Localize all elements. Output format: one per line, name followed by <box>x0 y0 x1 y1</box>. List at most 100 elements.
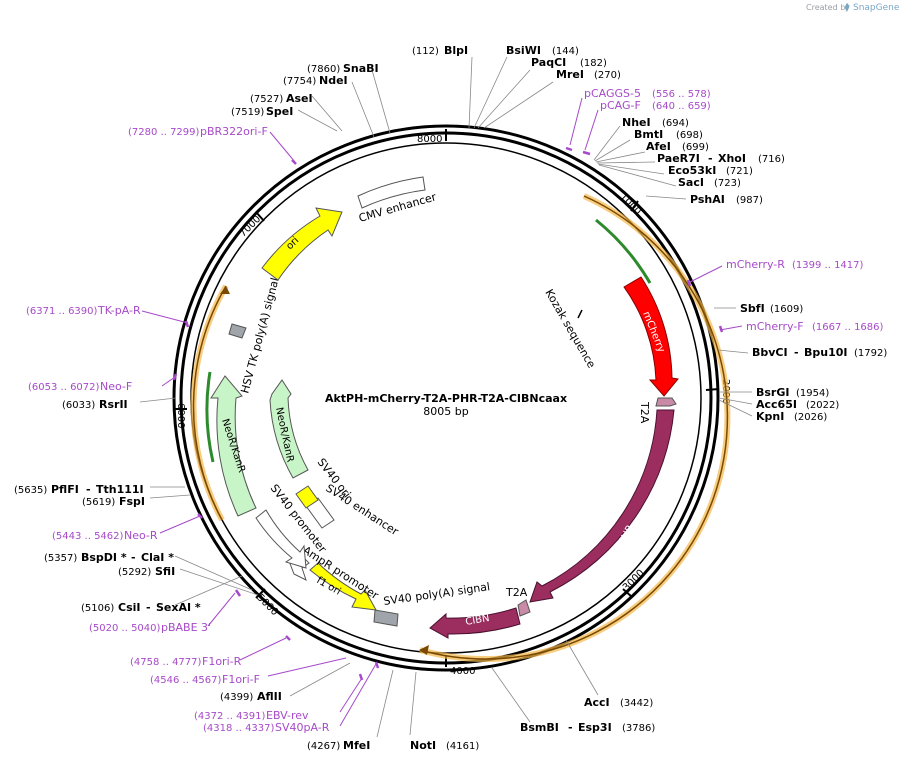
site-aflii[interactable]: AflII <box>257 690 282 703</box>
tick-4000: 4000 <box>450 666 475 677</box>
map-length: 8005 bp <box>423 405 468 418</box>
site-mfei[interactable]: MfeI <box>343 739 370 752</box>
site-pos-bsiwi: (144) <box>552 46 579 57</box>
site-sexai[interactable]: SexAI * <box>156 601 201 614</box>
sv40-ori-feature[interactable] <box>295 485 319 509</box>
site-bbvci[interactable]: BbvCI <box>752 346 788 359</box>
primer-mcherry-r[interactable]: mCherry-R <box>726 258 785 271</box>
primer-pbabe3[interactable]: pBABE 3' <box>161 621 211 634</box>
primer-pcaggs5[interactable]: pCAGGS-5 <box>584 87 641 100</box>
neor-inner-feature[interactable] <box>269 379 309 479</box>
hsv-tk-polya-feature[interactable] <box>228 323 247 339</box>
primer-f1ori-r[interactable]: F1ori-R <box>202 655 242 668</box>
site-tth111i-dash: - <box>86 483 91 496</box>
site-bmti[interactable]: BmtI <box>634 128 663 141</box>
site-pos-pflfi: (5635) <box>14 485 47 496</box>
site-pos-pshai: (987) <box>736 195 763 206</box>
ampr-promoter-label: AmpR promoter <box>300 544 381 603</box>
site-rsrii[interactable]: RsrII <box>99 398 128 411</box>
site-pshai[interactable]: PshAI <box>690 193 725 206</box>
kozak-mark <box>577 309 583 319</box>
site-nhei[interactable]: NheI <box>622 116 651 129</box>
site-blpi[interactable]: BlpI <box>444 44 468 57</box>
site-bsrgi[interactable]: BsrGI <box>756 386 789 399</box>
site-ndei[interactable]: NdeI <box>319 74 348 87</box>
site-bsmbi[interactable]: BsmBI <box>520 721 559 734</box>
site-csii[interactable]: CsiI <box>118 601 140 614</box>
site-acc65i[interactable]: Acc65I <box>756 398 797 411</box>
site-mrei[interactable]: MreI <box>556 68 584 81</box>
sv40-polya-label: SV40 poly(A) signal <box>383 580 491 608</box>
site-pflfi[interactable]: PflFI <box>51 483 79 496</box>
primer-pos-ebv-rev: (4372 .. 4391) <box>194 711 266 722</box>
site-paqci[interactable]: PaqCI <box>531 56 566 69</box>
t2a-second-label: T2A <box>505 586 528 599</box>
site-pos-noti: (4161) <box>446 741 479 752</box>
t2a-second[interactable] <box>517 599 531 617</box>
site-bsiwi[interactable]: BsiWI <box>506 44 541 57</box>
site-noti[interactable]: NotI <box>410 739 436 752</box>
f1-ori-feature[interactable] <box>309 562 377 611</box>
sv40-polya-feature[interactable] <box>373 609 399 627</box>
primer-pos-sv40pa-r: (4318 .. 4337) <box>203 723 275 734</box>
site-pos-mfei: (4267) <box>307 741 340 752</box>
site-pos-csii: (5106) <box>81 603 114 614</box>
site-acci[interactable]: AccI <box>584 696 610 709</box>
site-tth111i[interactable]: Tth111I <box>96 483 144 496</box>
site-pos-bsrgi: (1954) <box>796 388 829 399</box>
site-pos-rsrii: (6033) <box>62 400 95 411</box>
site-clai[interactable]: ClaI * <box>141 551 174 564</box>
site-pos-eco53ki: (721) <box>726 166 753 177</box>
site-pos-bsmbi: (3786) <box>622 723 655 734</box>
primer-pos-f1ori-f: (4546 .. 4567) <box>150 675 222 686</box>
site-paer7i[interactable]: PaeR7I <box>657 152 700 165</box>
site-spei[interactable]: SpeI <box>266 105 293 118</box>
site-eco53ki[interactable]: Eco53kI <box>668 164 716 177</box>
tick-marks <box>174 129 720 667</box>
site-saci[interactable]: SacI <box>678 176 704 189</box>
kozak-label: Kozak sequence <box>542 287 598 371</box>
primer-pcagf[interactable]: pCAG-F <box>600 99 641 112</box>
primer-pos-f1ori-r: (4758 .. 4777) <box>130 657 202 668</box>
primer-neo-f[interactable]: Neo-F <box>100 380 132 393</box>
cmv-enhancer[interactable] <box>357 176 426 209</box>
site-pos-fspi: (5619) <box>82 497 115 508</box>
site-pos-mrei: (270) <box>594 70 621 81</box>
t2a-first[interactable] <box>655 397 677 407</box>
primer-pos-pbr322ori-f: (7280 .. 7299) <box>128 127 200 138</box>
site-afei[interactable]: AfeI <box>646 140 671 153</box>
site-fspi[interactable]: FspI <box>119 495 145 508</box>
site-sbfi[interactable]: SbfI <box>740 302 765 315</box>
mcherry-feature[interactable] <box>623 276 679 397</box>
site-bpu10i[interactable]: Bpu10I <box>804 346 848 359</box>
primer-pbr322ori-f[interactable]: pBR322ori-F <box>200 125 268 138</box>
site-sfii[interactable]: SfiI <box>155 565 175 578</box>
site-clai-dash: - <box>131 551 136 564</box>
site-pos-acc65i: (2022) <box>806 400 839 411</box>
primer-sv40pa-r[interactable]: SV40pA-R <box>275 721 330 734</box>
primer-tk-pa-r[interactable]: TK-pA-R <box>97 304 141 317</box>
hsv-tk-label: HSV TK poly(A) signal <box>238 276 281 394</box>
site-pos-bspdi: (5357) <box>44 553 77 564</box>
cry2phr-feature[interactable] <box>529 409 675 603</box>
primer-ebv-rev[interactable]: EBV-rev <box>266 709 309 722</box>
site-pos-nhei: (694) <box>662 118 689 129</box>
neor-outer-feature[interactable] <box>210 375 257 517</box>
site-esp3i[interactable]: Esp3I <box>578 721 612 734</box>
site-snabi[interactable]: SnaBI <box>343 62 379 75</box>
site-pos-snabi: (7860) <box>307 64 340 75</box>
primer-mcherry-f[interactable]: mCherry-F <box>746 320 804 333</box>
sv40-promoter-feature[interactable] <box>255 509 307 569</box>
cibn-feature[interactable] <box>429 607 521 639</box>
site-pos-aflii: (4399) <box>220 692 253 703</box>
site-kpni[interactable]: KpnI <box>756 410 784 423</box>
primer-f1ori-f[interactable]: F1ori-F <box>222 673 260 686</box>
site-bspdi[interactable]: BspDI * <box>81 551 127 564</box>
primer-pos-neo-f: (6053 .. 6072) <box>28 382 100 393</box>
site-asei[interactable]: AseI <box>286 92 313 105</box>
site-esp3i-dash: - <box>568 721 573 734</box>
ori-feature[interactable] <box>261 207 343 281</box>
site-pos-afei: (699) <box>682 142 709 153</box>
primer-neo-r[interactable]: Neo-R <box>124 529 158 542</box>
site-xhoi[interactable]: XhoI <box>718 152 746 165</box>
